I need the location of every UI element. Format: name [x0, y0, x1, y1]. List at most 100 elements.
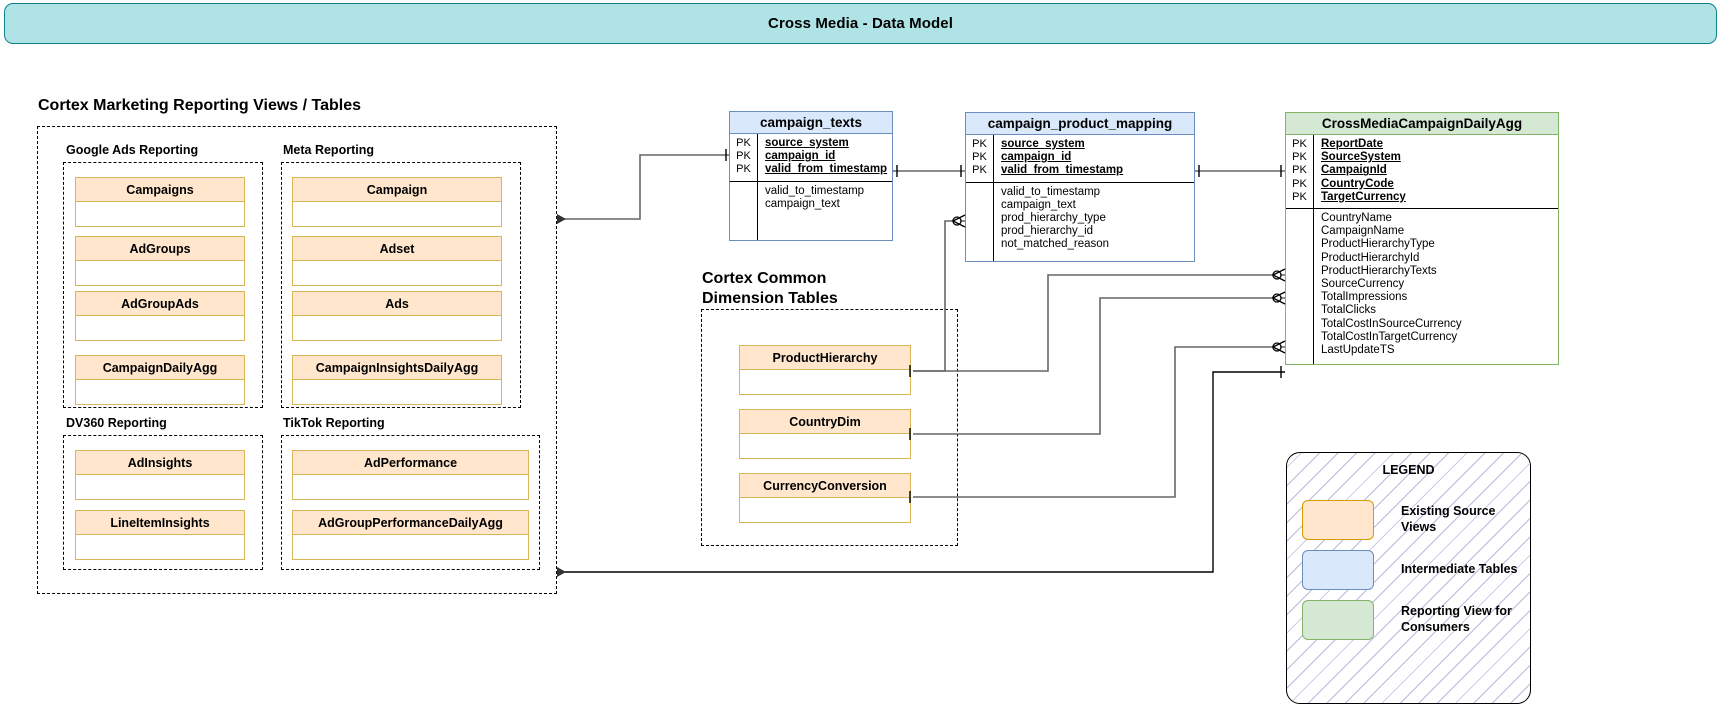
entity-body — [293, 535, 528, 559]
pk-field: valid_from_timestamp — [765, 163, 888, 176]
table-title: CrossMediaCampaignDailyAgg — [1286, 113, 1558, 135]
attr-field: ProductHierarchyId — [1321, 251, 1420, 264]
entity-title: AdGroupAds — [76, 292, 244, 316]
table-title: campaign_product_mapping — [966, 113, 1194, 135]
entity-producthierarchy[interactable]: ProductHierarchy — [739, 345, 911, 395]
legend-label: Existing Source Views — [1401, 504, 1496, 534]
entity-body — [76, 261, 244, 285]
entity-campaigns[interactable]: Campaigns — [75, 177, 245, 227]
pk-field: CountryCode — [1321, 177, 1394, 190]
entity-title: Ads — [293, 292, 501, 316]
entity-adgroupperformancedailyagg[interactable]: AdGroupPerformanceDailyAgg — [292, 510, 529, 560]
entity-title: Campaigns — [76, 178, 244, 202]
pk-badge: PK — [1292, 190, 1307, 203]
attr-field: SourceCurrency — [1321, 278, 1405, 291]
entity-body — [76, 380, 244, 404]
table-campaign-product-mapping[interactable]: campaign_product_mapping PK PK PK source… — [965, 112, 1195, 262]
legend-label: Intermediate Tables — [1401, 562, 1518, 577]
diagram-title-banner: Cross Media - Data Model — [4, 3, 1717, 44]
entity-campaign[interactable]: Campaign — [292, 177, 502, 227]
pk-field: campaign_id — [765, 150, 836, 163]
entity-body — [293, 261, 501, 285]
entity-title: CampaignInsightsDailyAgg — [293, 356, 501, 380]
pk-field: source_system — [1001, 138, 1085, 150]
entity-adinsights[interactable]: AdInsights — [75, 450, 245, 500]
entity-currencyconversion[interactable]: CurrencyConversion — [739, 473, 911, 523]
pk-field: source_system — [765, 137, 849, 149]
legend-swatch-orange — [1302, 500, 1374, 540]
entity-body — [76, 475, 244, 499]
entity-body — [293, 475, 528, 499]
attr-field: prod_hierarchy_id — [1001, 225, 1094, 238]
attr-field: valid_to_timestamp — [1001, 185, 1101, 198]
reporting-views-heading: Cortex Marketing Reporting Views / Table… — [38, 97, 362, 114]
diagram-title: Cross Media - Data Model — [768, 15, 953, 32]
reporting-views-container — [37, 126, 557, 594]
pk-badge: PK — [736, 150, 751, 163]
attr-field: TotalCostInSourceCurrency — [1321, 317, 1462, 330]
pk-badge: PK — [972, 138, 987, 150]
entity-adperformance[interactable]: AdPerformance — [292, 450, 529, 500]
entity-campaigndailyagg[interactable]: CampaignDailyAgg — [75, 355, 245, 405]
table-pk-section: PK PK PK source_system campaign_id valid… — [966, 135, 1194, 183]
pk-field: TargetCurrency — [1321, 190, 1406, 203]
attr-field: TotalImpressions — [1321, 291, 1408, 304]
tiktok-group-box — [281, 435, 540, 570]
table-attr-fields: valid_to_timestamp campaign_text prod_hi… — [994, 183, 1194, 261]
entity-body — [76, 202, 244, 226]
entity-title: Campaign — [293, 178, 501, 202]
meta-group-box — [281, 162, 521, 408]
attr-field: campaign_text — [1001, 198, 1076, 211]
entity-body — [293, 202, 501, 226]
entity-body — [740, 498, 910, 522]
entity-title: LineItemInsights — [76, 511, 244, 535]
entity-countrydim[interactable]: CountryDim — [739, 409, 911, 459]
dv360-group-box — [63, 435, 263, 570]
attr-field: prod_hierarchy_type — [1001, 212, 1106, 225]
pk-badge: PK — [1292, 138, 1307, 150]
table-title: campaign_texts — [730, 112, 892, 134]
legend-item-intermediate-tables: Intermediate Tables — [1302, 550, 1517, 590]
table-attr-section: valid_to_timestamp campaign_text — [730, 181, 892, 240]
entity-adgroupads[interactable]: AdGroupAds — [75, 291, 245, 341]
entity-body — [740, 370, 910, 394]
table-key-column: PK PK PK PK PK — [1286, 135, 1314, 209]
legend-panel: LEGEND Existing Source Views Intermediat… — [1286, 452, 1531, 704]
entity-lineiteminsights[interactable]: LineItemInsights — [75, 510, 245, 560]
entity-campaigninsightsdailyagg[interactable]: CampaignInsightsDailyAgg — [292, 355, 502, 405]
entity-ads[interactable]: Ads — [292, 291, 502, 341]
attr-field: LastUpdateTS — [1321, 344, 1395, 357]
entity-body — [293, 316, 501, 340]
table-campaign-texts[interactable]: campaign_texts PK PK PK source_system ca… — [729, 111, 893, 241]
entity-title: AdGroupPerformanceDailyAgg — [293, 511, 528, 535]
table-crossmediacampaigndailyagg[interactable]: CrossMediaCampaignDailyAgg PK PK PK PK P… — [1285, 112, 1559, 366]
table-attr-section: CountryName CampaignName ProductHierarch… — [1286, 209, 1558, 365]
table-attr-section: valid_to_timestamp campaign_text prod_hi… — [966, 182, 1194, 261]
attr-field: ProductHierarchyTexts — [1321, 264, 1437, 277]
legend-swatch-green — [1302, 600, 1374, 640]
entity-title: AdInsights — [76, 451, 244, 475]
entity-title: ProductHierarchy — [740, 346, 910, 370]
table-key-column — [966, 182, 994, 261]
pk-badge: PK — [736, 137, 751, 149]
entity-title: CampaignDailyAgg — [76, 356, 244, 380]
entity-adgroups[interactable]: AdGroups — [75, 236, 245, 286]
wire-producthierarchy-to-crossmedia — [913, 274, 1285, 372]
pk-badge: PK — [972, 164, 987, 177]
entity-body — [740, 434, 910, 458]
attr-field: TotalCostInTargetCurrency — [1321, 330, 1458, 343]
entity-title: AdGroups — [76, 237, 244, 261]
table-attr-fields: CountryName CampaignName ProductHierarch… — [1314, 209, 1558, 364]
pk-badge: PK — [1292, 151, 1307, 164]
table-key-column — [730, 181, 758, 240]
entity-title: CountryDim — [740, 410, 910, 434]
attr-field: CampaignName — [1321, 225, 1405, 238]
entity-adset[interactable]: Adset — [292, 236, 502, 286]
table-pk-fields: ReportDate SourceSystem CampaignId Count… — [1314, 135, 1558, 208]
pk-field: CampaignId — [1321, 164, 1387, 177]
attr-field: valid_to_timestamp — [765, 184, 865, 197]
attr-field: CountryName — [1321, 212, 1392, 225]
table-pk-section: PK PK PK source_system campaign_id valid… — [730, 134, 892, 182]
attr-field: not_matched_reason — [1001, 238, 1110, 251]
